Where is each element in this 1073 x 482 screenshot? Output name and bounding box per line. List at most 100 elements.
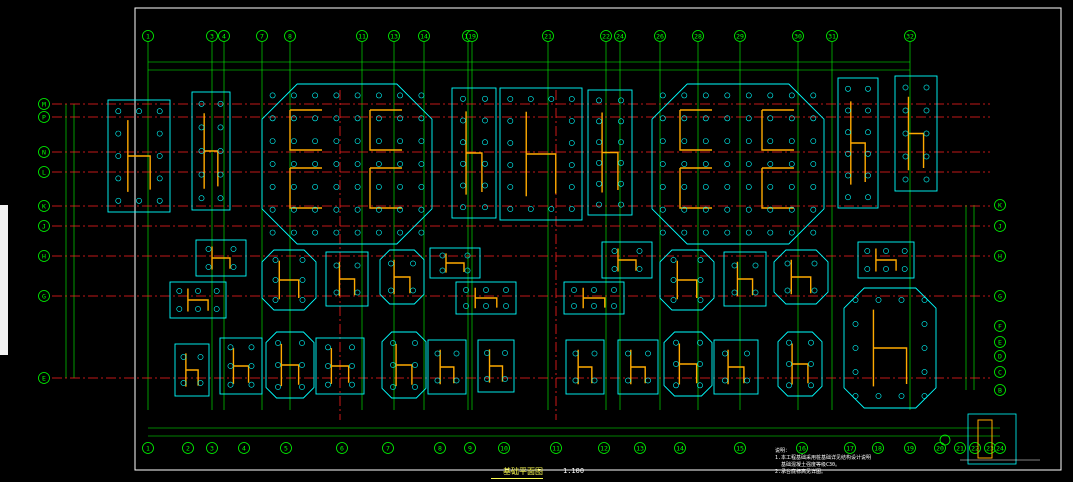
grid-bubble-bottom: 18 (872, 442, 884, 454)
pile-cap (429, 247, 481, 279)
pile (923, 107, 930, 114)
grid-bubble-label: L (42, 168, 46, 176)
pile (180, 380, 187, 386)
pile (507, 162, 514, 168)
grid-bubble-bottom: 14 (674, 442, 686, 454)
pile (527, 206, 534, 212)
grid-bubble-top: 13 (388, 30, 400, 42)
wall-segment (872, 309, 908, 387)
pile (354, 206, 361, 213)
grid-bubble-circle (38, 220, 50, 232)
grid-bubble-bottom: 13 (634, 442, 646, 454)
pile (902, 153, 909, 160)
grid-bubble-circle (38, 250, 50, 262)
pile (767, 183, 774, 190)
pile (269, 206, 276, 213)
wall-segment (395, 343, 413, 387)
grid-bubble-circle (206, 442, 218, 454)
grid-bubble-label: 2 (186, 444, 190, 452)
pile (697, 297, 704, 303)
grid-bubble-bottom: 15 (734, 442, 746, 454)
pile (883, 248, 889, 254)
grid-bubble-top: 22 (600, 30, 612, 42)
pile (198, 124, 205, 131)
pile (333, 183, 340, 190)
pile (845, 129, 851, 136)
pile (786, 339, 792, 346)
pile-cap (663, 331, 713, 397)
pile (921, 297, 928, 303)
pile (312, 161, 318, 167)
grid-bubble-label: 9 (468, 444, 472, 452)
grid-bubble-bottom: 19 (904, 442, 916, 454)
title-underline (491, 478, 543, 479)
pile (572, 350, 579, 357)
pile-cap (587, 89, 633, 216)
wall-segment (127, 120, 151, 192)
grid-bubble-top: 8 (284, 30, 296, 42)
pile (865, 150, 871, 157)
wall-segment (907, 96, 925, 171)
pile (901, 248, 908, 254)
grid-bubble-label: G (998, 292, 1002, 300)
grid-bubble-circle (674, 442, 686, 454)
scroll-tab[interactable] (0, 205, 8, 355)
pile (217, 171, 224, 178)
pile (390, 362, 396, 368)
pile (484, 376, 490, 382)
pile-cap (477, 339, 515, 393)
pile (418, 161, 425, 167)
pile (625, 350, 631, 357)
wall-segment (369, 167, 402, 209)
pile (681, 138, 688, 144)
grid-bubble-label: 5 (284, 444, 288, 452)
pile (767, 92, 774, 99)
pile (852, 345, 859, 351)
grid-bubble-label: 1 (146, 32, 150, 40)
pile (463, 287, 469, 293)
pile (115, 153, 122, 159)
pile (354, 92, 361, 99)
wall-segment (577, 349, 593, 385)
pile (354, 115, 361, 122)
wall-segment (393, 259, 411, 295)
pile (272, 297, 279, 303)
pile (412, 362, 418, 368)
pile (333, 92, 340, 99)
grid-bubble-top: 29 (734, 30, 746, 42)
grid-bubble-top: 21 (542, 30, 554, 42)
pile (464, 252, 471, 259)
pile (195, 288, 201, 294)
pile (731, 289, 738, 296)
pile (248, 344, 255, 351)
pile (788, 229, 795, 236)
pile-cap (857, 241, 915, 279)
pile (788, 161, 795, 167)
grid-bubble-bottom: 1 (142, 442, 154, 454)
pile (115, 197, 122, 204)
pile (724, 206, 731, 213)
pile (217, 195, 224, 202)
wall-segment (678, 343, 698, 385)
pile (618, 159, 624, 166)
pile (197, 354, 204, 360)
pile (670, 297, 677, 303)
pile (681, 229, 688, 236)
pile (230, 264, 237, 270)
grid-bubble-label: G (42, 292, 46, 300)
pile (290, 161, 297, 167)
pile (681, 161, 688, 167)
pile (483, 287, 489, 293)
pile (503, 303, 509, 309)
pile (697, 382, 703, 389)
grid-bubble-circle (734, 30, 746, 42)
drawing-scale: 1:100 (563, 467, 585, 475)
pile (697, 339, 703, 346)
pile (299, 340, 305, 346)
grid-bubble-top: 11 (356, 30, 368, 42)
pile (611, 266, 618, 272)
pile (299, 277, 306, 283)
grid-bubble-right: H (994, 250, 1006, 262)
grid-bubble-top: 31 (826, 30, 838, 42)
